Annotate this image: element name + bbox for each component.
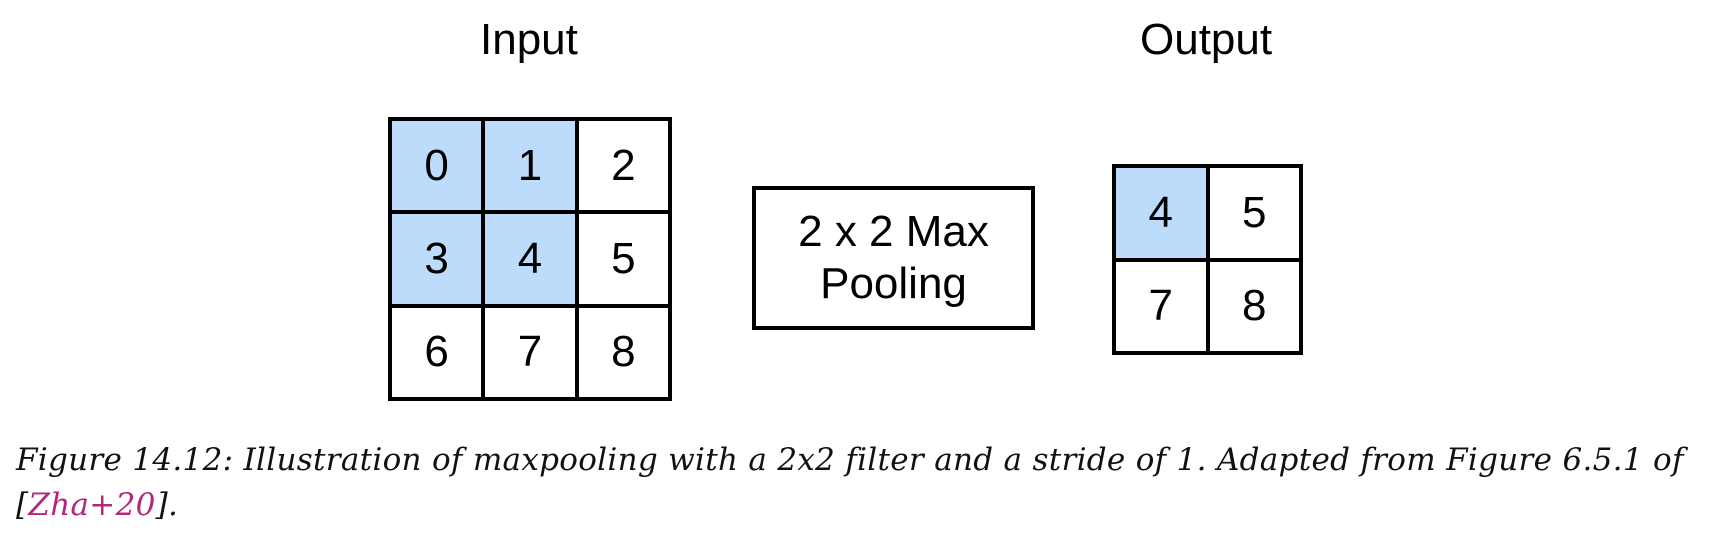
output-grid-cell: 5 [1209,168,1299,258]
caption-text: Figure 14.12: Illustration of maxpooling… [16,442,1684,523]
input-grid-cell: 6 [392,307,482,397]
output-grid-cell: 7 [1116,261,1206,351]
output-grid-cell: 4 [1116,168,1206,258]
input-title: Input [480,15,578,64]
operation-line-1: 2 x 2 Max [798,207,989,256]
citation-link[interactable]: Zha+20 [28,487,156,523]
max-pooling-operation-box: 2 x 2 Max Pooling [752,186,1035,330]
operation-line-2: Pooling [820,259,967,308]
input-grid-cell: 5 [578,214,668,304]
output-grid-cell: 8 [1209,261,1299,351]
input-grid-cell: 2 [578,121,668,211]
input-grid-cell: 3 [392,214,482,304]
input-grid-cell: 7 [485,307,575,397]
caption-text-end: ]. [155,487,179,523]
input-grid-cell: 0 [392,121,482,211]
figure-caption: Figure 14.12: Illustration of maxpooling… [16,438,1706,528]
input-grid-cell: 1 [485,121,575,211]
input-grid-cell: 4 [485,214,575,304]
output-title: Output [1140,15,1273,64]
input-grid-cell: 8 [578,307,668,397]
